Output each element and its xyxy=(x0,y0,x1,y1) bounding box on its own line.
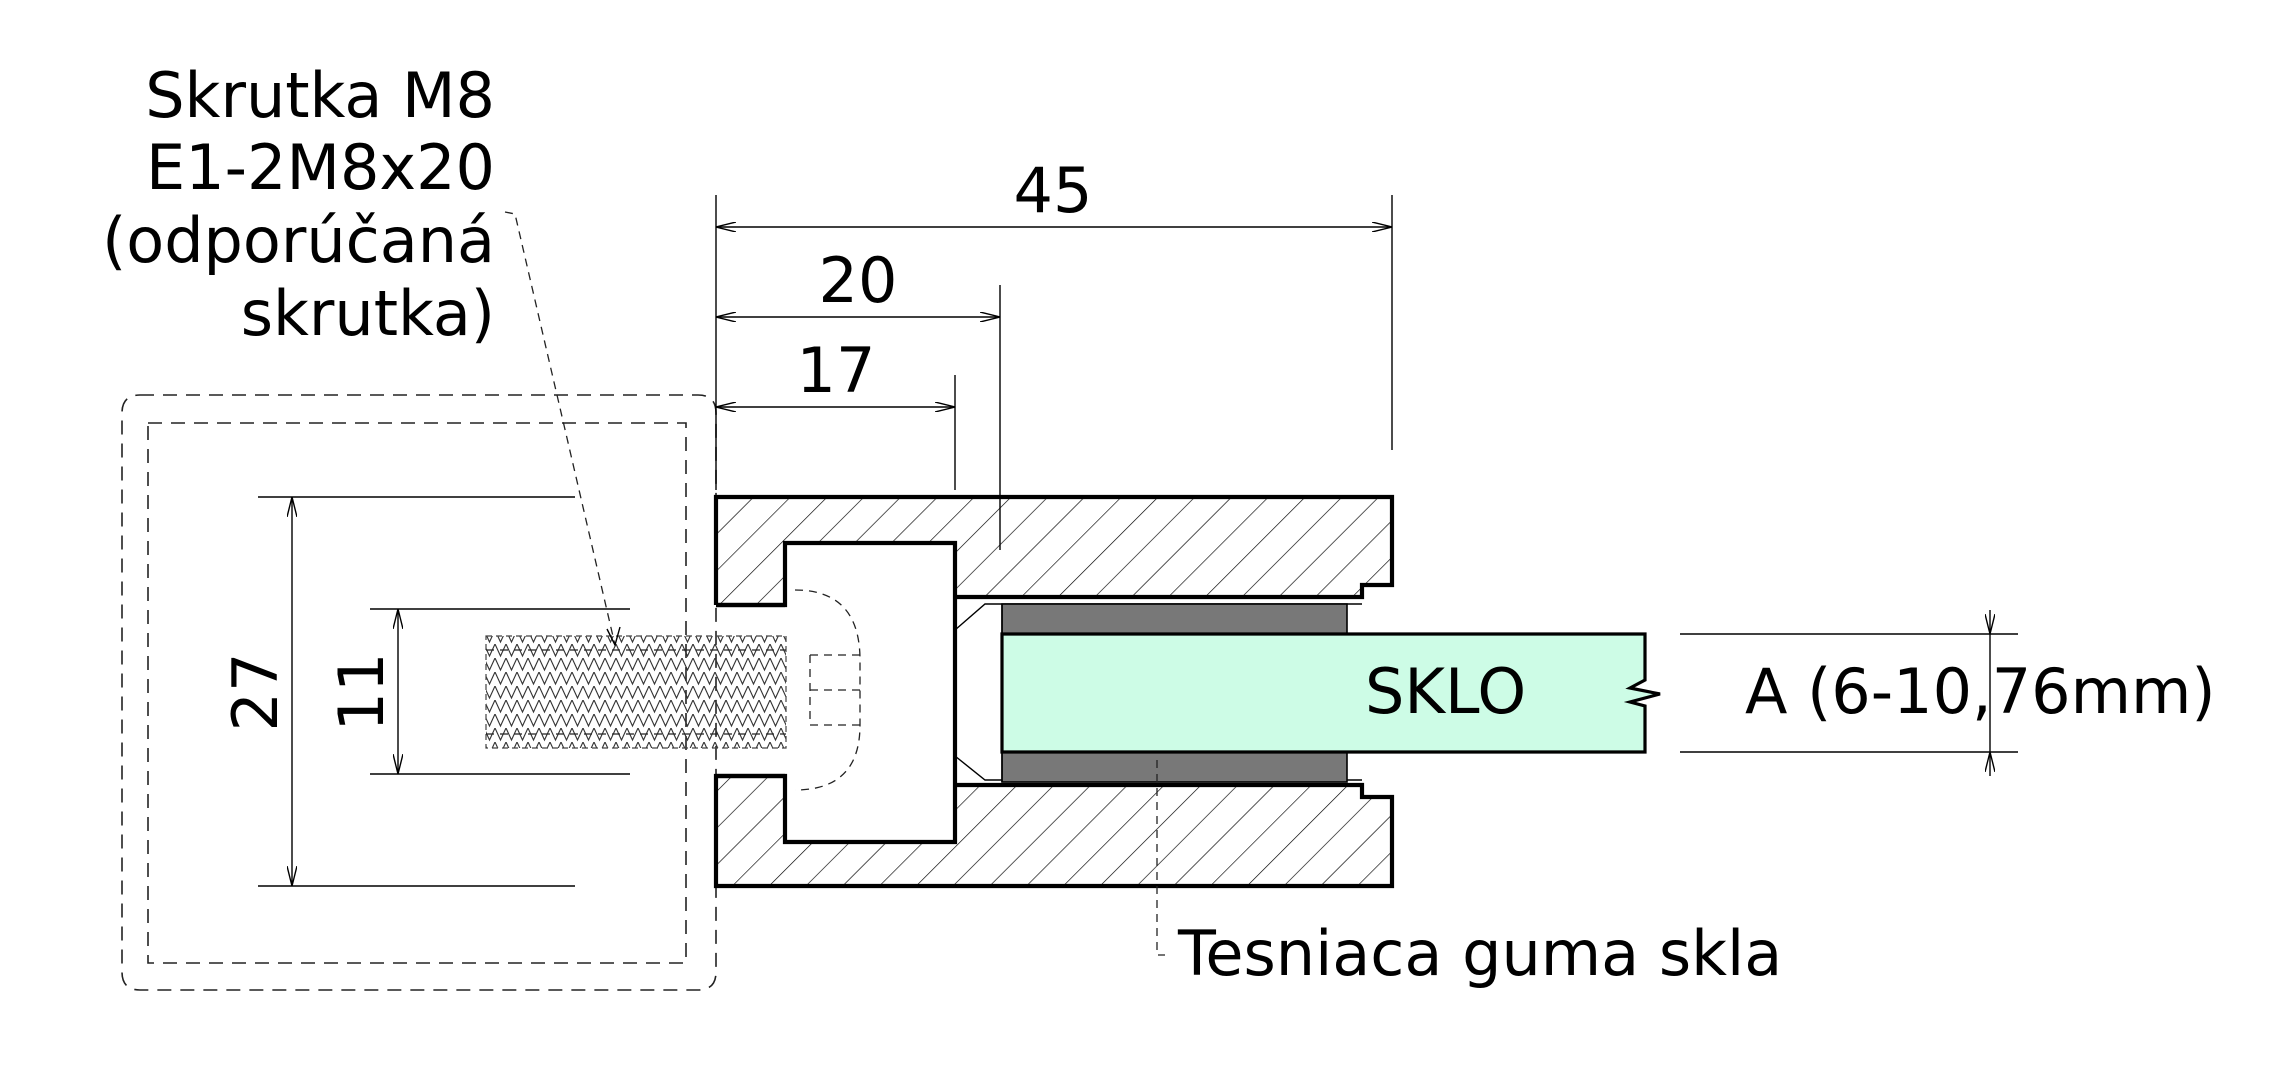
screw xyxy=(485,589,861,791)
screw-label: Skrutka M8 E1-2M8x20 (odporúčaná skrutka… xyxy=(102,59,495,350)
dimension-11: 11 xyxy=(325,653,398,732)
gasket xyxy=(1001,603,1348,783)
dimension-45: 45 xyxy=(1014,154,1093,227)
glass-thickness-label: A (6-10,76mm) xyxy=(1745,655,2216,728)
glass-panel: SKLO xyxy=(1000,632,1661,754)
screw-label-line3: (odporúčaná xyxy=(102,204,495,277)
dimension-17: 17 xyxy=(797,334,876,407)
clamp-body xyxy=(713,494,1395,889)
screw-label-line1: Skrutka M8 xyxy=(145,59,495,132)
gasket-label: Tesniaca guma skla xyxy=(1177,917,1782,990)
screw-label-line4: skrutka) xyxy=(241,277,495,350)
glass-thickness-dimension: A (6-10,76mm) xyxy=(1680,610,2216,776)
dimension-27: 27 xyxy=(219,653,292,732)
dimension-20: 20 xyxy=(819,244,898,317)
leader-lines xyxy=(504,211,1165,956)
screw-label-line2: E1-2M8x20 xyxy=(146,131,495,204)
top-dimensions: 45 20 17 xyxy=(715,154,1393,550)
left-dimensions: 27 11 xyxy=(219,496,630,887)
glass-label: SKLO xyxy=(1365,655,1526,728)
